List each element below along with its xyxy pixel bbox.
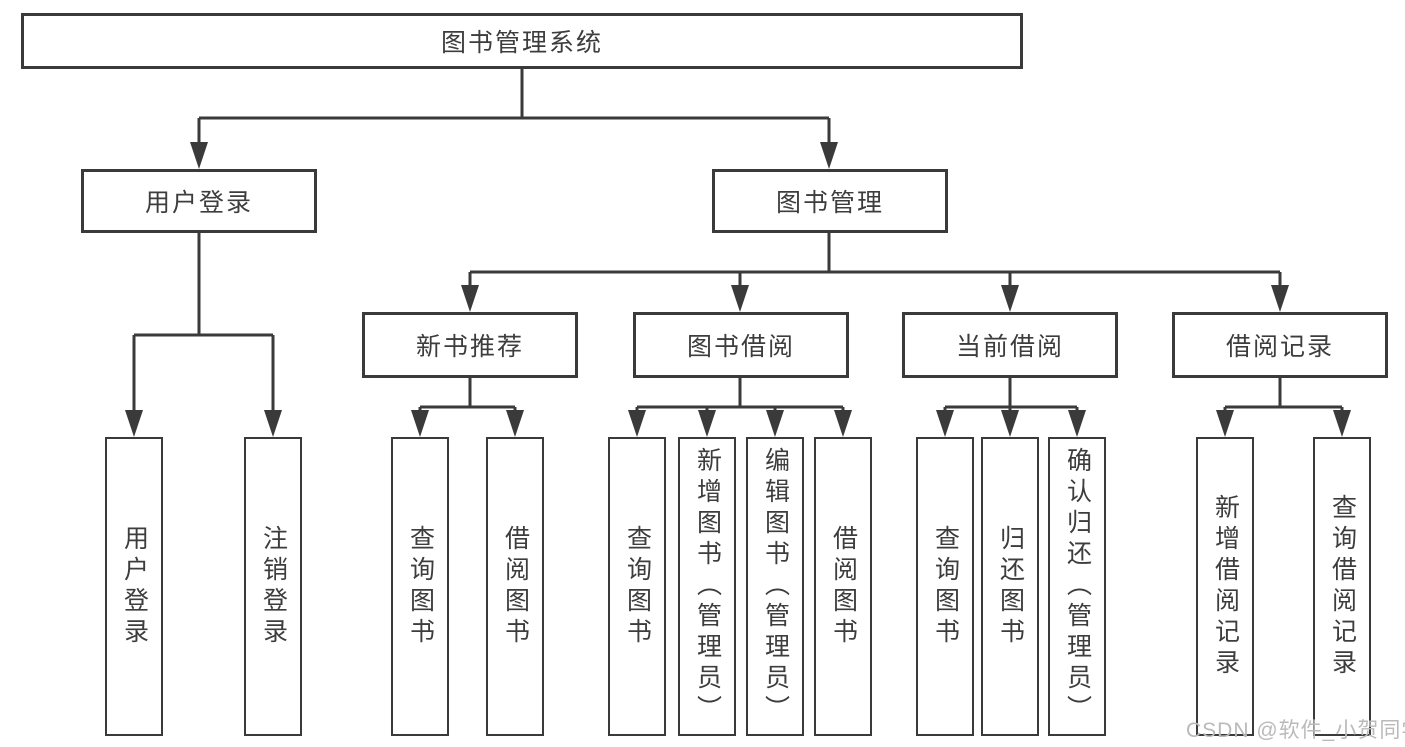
connector-records-branch: [1223, 378, 1344, 415]
node-leaf-logout-label: 注销登录: [259, 524, 288, 649]
node-leaf-query-books-newbook-label: 查询图书: [406, 524, 435, 649]
node-root: 图书管理系统: [21, 13, 1023, 69]
node-borrow-records-label: 借阅记录: [1225, 333, 1334, 361]
connector-bookmgmt-branch: [468, 233, 1282, 290]
watermark: CSDN @软件_小贺同学: [1186, 719, 1405, 742]
node-leaf-return-book-label: 归还图书: [996, 524, 1025, 649]
node-book-management: 图书管理: [712, 169, 948, 233]
node-book-management-label: 图书管理: [775, 189, 884, 217]
node-leaf-user-login-label: 用户登录: [120, 524, 149, 649]
node-new-book-recommend: 新书推荐: [362, 312, 578, 378]
node-leaf-user-login: 用户登录: [105, 437, 163, 736]
node-leaf-query-books-borrow: 查询图书: [608, 437, 666, 736]
node-leaf-add-book-admin: 新增图书（管理员）: [678, 437, 736, 736]
node-leaf-borrow-books-newbook-label: 借阅图书: [501, 524, 530, 649]
node-leaf-query-borrow-record: 查询借阅记录: [1313, 437, 1371, 736]
connector-current-branch: [943, 378, 1079, 415]
node-book-borrow-label: 图书借阅: [686, 333, 795, 361]
connector-userlogin-branch: [132, 233, 275, 415]
node-leaf-logout: 注销登录: [244, 437, 302, 736]
node-leaf-query-borrow-record-label: 查询借阅记录: [1328, 493, 1357, 680]
node-current-borrow: 当前借阅: [902, 312, 1118, 378]
node-leaf-add-borrow-record-label: 新增借阅记录: [1211, 493, 1240, 680]
node-leaf-query-books-borrow-label: 查询图书: [623, 524, 652, 649]
node-leaf-query-books-newbook: 查询图书: [391, 437, 449, 736]
node-leaf-borrow-books-borrow: 借阅图书: [814, 437, 872, 736]
node-leaf-borrow-books-borrow-label: 借阅图书: [829, 524, 858, 649]
node-leaf-add-book-admin-label: 新增图书（管理员）: [693, 447, 722, 726]
node-borrow-records: 借阅记录: [1172, 312, 1388, 378]
connector-newbook-branch: [418, 378, 517, 415]
node-current-borrow-label: 当前借阅: [955, 333, 1064, 361]
arrowhead-icons: [125, 142, 1351, 437]
node-leaf-query-books-current-label: 查询图书: [931, 524, 960, 649]
node-root-label: 图书管理系统: [440, 29, 603, 57]
node-leaf-edit-book-admin: 编辑图书（管理员）: [746, 437, 804, 736]
node-leaf-query-books-current: 查询图书: [916, 437, 974, 736]
node-leaf-add-borrow-record: 新增借阅记录: [1196, 437, 1254, 736]
node-leaf-borrow-books-newbook: 借阅图书: [486, 437, 544, 736]
connector-root-to-level2: [197, 69, 831, 147]
node-user-login: 用户登录: [81, 169, 317, 233]
node-leaf-edit-book-admin-label: 编辑图书（管理员）: [761, 447, 790, 726]
node-leaf-return-book: 归还图书: [981, 437, 1039, 736]
node-book-borrow: 图书借阅: [633, 312, 849, 378]
node-leaf-confirm-return-admin-label: 确认归还（管理员）: [1063, 447, 1092, 726]
node-user-login-label: 用户登录: [144, 189, 253, 217]
node-new-book-recommend-label: 新书推荐: [415, 333, 524, 361]
node-leaf-confirm-return-admin: 确认归还（管理员）: [1048, 437, 1106, 736]
connector-borrow-branch: [635, 378, 845, 415]
